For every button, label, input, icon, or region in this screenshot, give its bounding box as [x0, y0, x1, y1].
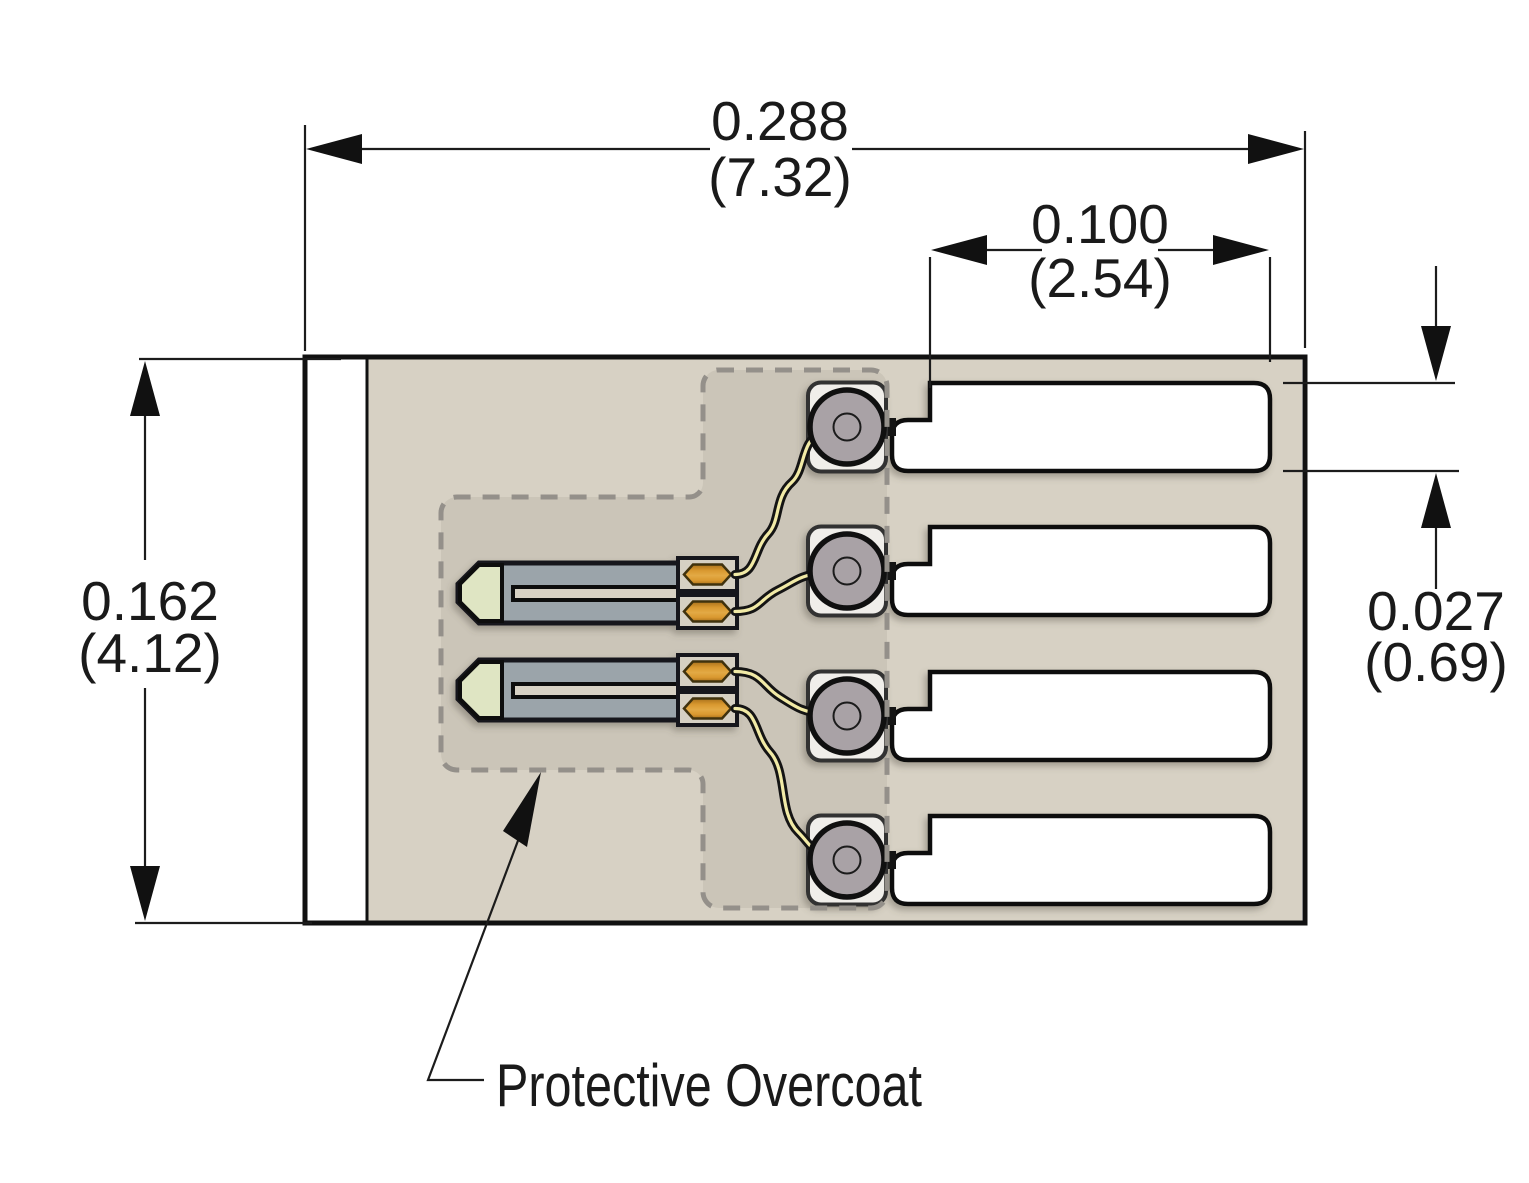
solder-pad-4	[889, 813, 1273, 907]
protective-overcoat-label: Protective Overcoat	[496, 1052, 922, 1119]
protective-overcoat-outline	[438, 367, 890, 911]
solder-terminals	[807, 387, 887, 900]
solder-pad-3	[889, 669, 1273, 763]
leader-line	[426, 837, 521, 1082]
terminal-hole	[832, 845, 862, 875]
solder-tab-3	[682, 660, 733, 683]
sensing-grid-1	[455, 556, 739, 630]
solder-terminal-4	[807, 820, 887, 900]
dimension-overall-width: 0.288 (7.32)	[303, 90, 1307, 351]
dim-pitch-mm: (2.54)	[1028, 247, 1172, 309]
arrowhead-down-icon	[130, 866, 160, 921]
dim-pad-mm: (0.69)	[1364, 631, 1508, 693]
solder-terminal-2	[807, 531, 887, 611]
arrowhead-right-icon	[1213, 235, 1269, 265]
solder-pad-2	[889, 524, 1273, 618]
leader-arrowhead-icon	[503, 772, 541, 847]
arrowhead-down-icon	[1421, 326, 1451, 381]
solder-pads	[889, 380, 1273, 907]
arrowhead-right-icon	[1248, 134, 1304, 164]
terminal-hole	[832, 412, 862, 442]
terminal-hole	[832, 556, 862, 586]
arrowhead-left-icon	[931, 235, 987, 265]
terminal-hole	[832, 701, 862, 731]
dimension-overall-height: 0.162 (4.12)	[78, 357, 341, 925]
dim-height-in: 0.162	[81, 570, 219, 632]
grid-slot	[511, 585, 688, 602]
dimension-pad-pitch: 0.100 (2.54)	[928, 193, 1272, 388]
solder-pad-1	[889, 380, 1273, 474]
dim-width-in: 0.288	[711, 90, 849, 152]
trace-1	[730, 424, 848, 579]
grid-tip	[458, 660, 504, 720]
grid-slot	[511, 682, 688, 699]
solder-terminal-1	[807, 387, 887, 467]
dimension-pad-height: 0.027 (0.69)	[1283, 266, 1508, 693]
grid-tip	[458, 563, 504, 623]
solder-tab-1	[682, 563, 733, 586]
solder-tab-4	[682, 697, 733, 720]
dim-width-mm: (7.32)	[708, 146, 852, 208]
arrowhead-left-icon	[306, 134, 362, 164]
arrowhead-up-icon	[130, 361, 160, 416]
solder-terminal-3	[807, 676, 887, 756]
dim-pad-in: 0.027	[1367, 580, 1505, 642]
protective-overcoat-callout: Protective Overcoat	[426, 772, 922, 1119]
dim-height-mm: (4.12)	[78, 622, 222, 684]
sensing-grid-2	[455, 653, 739, 727]
solder-tab-2	[682, 600, 733, 623]
arrowhead-up-icon	[1421, 473, 1451, 528]
dim-pitch-in: 0.100	[1031, 193, 1169, 255]
